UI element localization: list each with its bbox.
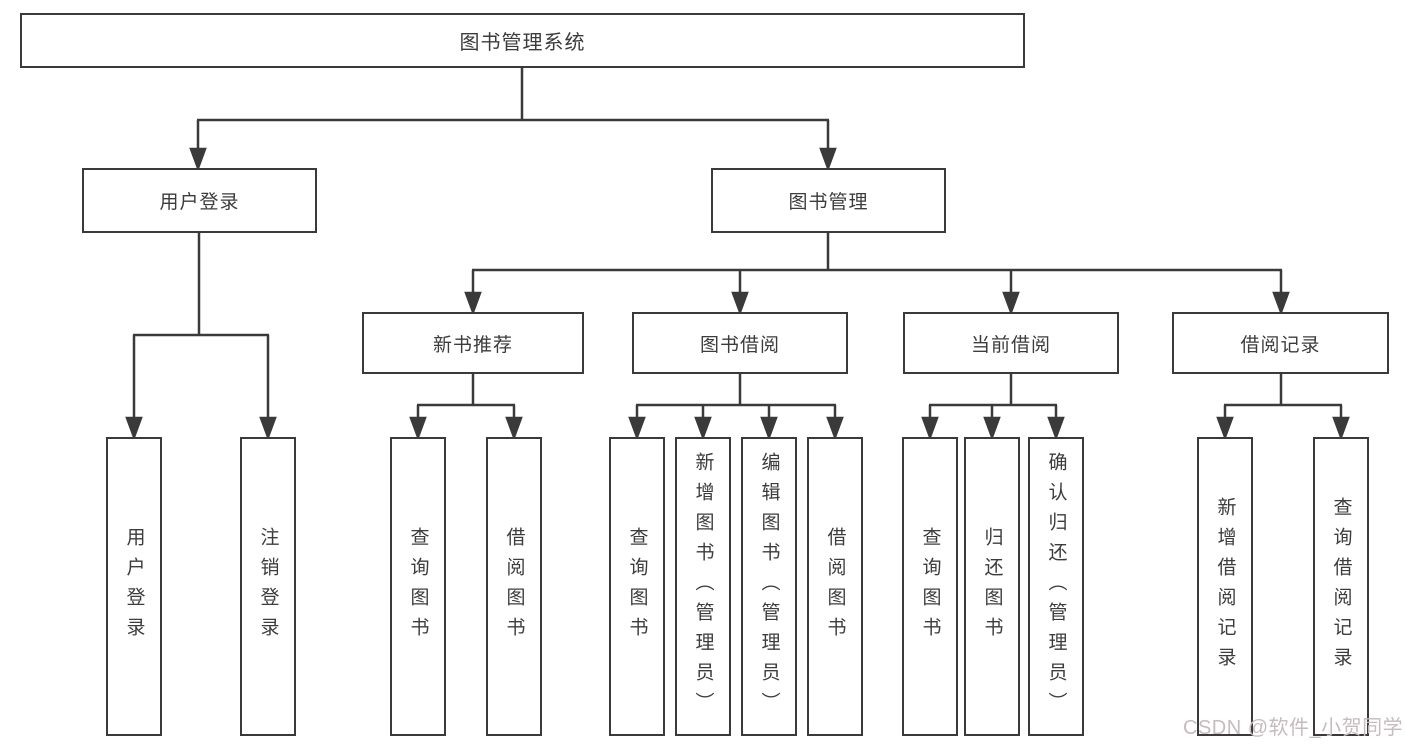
leaf-borrowing-query-books: 查询图书 [609, 437, 665, 736]
csdn-watermark: CSDN @软件_小贺同学 [1183, 717, 1404, 739]
leaf-logout: 注销登录 [240, 437, 296, 736]
connector-arrowhead [819, 147, 837, 172]
connector-arrowhead [1216, 416, 1234, 441]
connector-arrowhead [505, 416, 523, 441]
node-label: 查询图书 [919, 526, 941, 647]
leaf-borrowing-edit-books-admin: 编辑图书（管理员） [741, 437, 797, 736]
node-book-borrowing: 图书借阅 [632, 312, 848, 374]
connector-book-mgmt-to-level3 [464, 233, 1290, 316]
leaf-current-confirm-return-admin: 确认归还（管理员） [1028, 437, 1084, 736]
node-book-management: 图书管理 [711, 168, 946, 233]
node-label: 归还图书 [981, 526, 1003, 647]
leaf-borrowing-add-books-admin: 新增图书（管理员） [675, 437, 731, 736]
connector-records-to-leaves [1216, 374, 1350, 441]
node-label: 新增图书（管理员） [692, 451, 714, 722]
connector-arrowhead [1047, 416, 1065, 441]
node-label: 注销登录 [257, 526, 279, 647]
node-label: 图书管理系统 [459, 32, 586, 54]
node-label: 借阅记录 [1240, 334, 1321, 356]
connector-arrowhead [1332, 416, 1350, 441]
connector-new-books-to-leaves [409, 374, 523, 441]
connector-arrowhead [921, 416, 939, 441]
connector-arrowhead [1272, 291, 1290, 316]
connector-arrowhead [983, 416, 1001, 441]
node-label: 查询图书 [407, 526, 429, 647]
node-current-borrowing: 当前借阅 [903, 312, 1119, 374]
connector-root-to-level2 [189, 68, 837, 172]
node-borrow-records: 借阅记录 [1172, 312, 1389, 374]
node-label: 编辑图书（管理员） [758, 451, 780, 722]
leaf-newbooks-query-books: 查询图书 [390, 437, 446, 736]
leaf-current-query-books: 查询图书 [902, 437, 958, 736]
node-label: 查询借阅记录 [1330, 496, 1352, 677]
node-label: 借阅图书 [503, 526, 525, 647]
connector-arrowhead [628, 416, 646, 441]
leaf-user-login: 用户登录 [106, 437, 162, 736]
node-label: 借阅图书 [824, 526, 846, 647]
connector-arrowhead [826, 416, 844, 441]
connector-arrowhead [694, 416, 712, 441]
connector-arrowhead [760, 416, 778, 441]
leaf-newbooks-borrow-books: 借阅图书 [486, 437, 542, 736]
node-label: 图书借阅 [699, 334, 780, 356]
connector-arrowhead [125, 416, 143, 441]
connector-arrowhead [189, 147, 207, 172]
node-label: 当前借阅 [970, 334, 1051, 356]
node-label: 新书推荐 [432, 334, 513, 356]
node-label: 用户登录 [123, 526, 145, 647]
connector-arrowhead [259, 416, 277, 441]
connector-borrowing-to-leaves [628, 374, 844, 441]
node-label: 查询图书 [626, 526, 648, 647]
leaf-records-add-record: 新增借阅记录 [1197, 437, 1253, 736]
connector-arrowhead [464, 291, 482, 316]
leaf-borrowing-borrow-books: 借阅图书 [807, 437, 863, 736]
connector-current-to-leaves [921, 374, 1065, 441]
connector-user-login-to-leaves [125, 233, 277, 441]
node-user-login: 用户登录 [82, 168, 317, 233]
leaf-current-return-books: 归还图书 [964, 437, 1020, 736]
node-new-book-recommend: 新书推荐 [362, 312, 584, 374]
node-label: 用户登录 [159, 192, 240, 213]
node-root-system: 图书管理系统 [20, 13, 1025, 68]
connector-arrowhead [1002, 291, 1020, 316]
node-label: 图书管理 [788, 192, 869, 213]
connector-arrowhead [731, 291, 749, 316]
leaf-records-query-record: 查询借阅记录 [1313, 437, 1369, 736]
node-label: 确认归还（管理员） [1045, 451, 1067, 722]
connector-arrowhead [409, 416, 427, 441]
node-label: 新增借阅记录 [1214, 496, 1236, 677]
